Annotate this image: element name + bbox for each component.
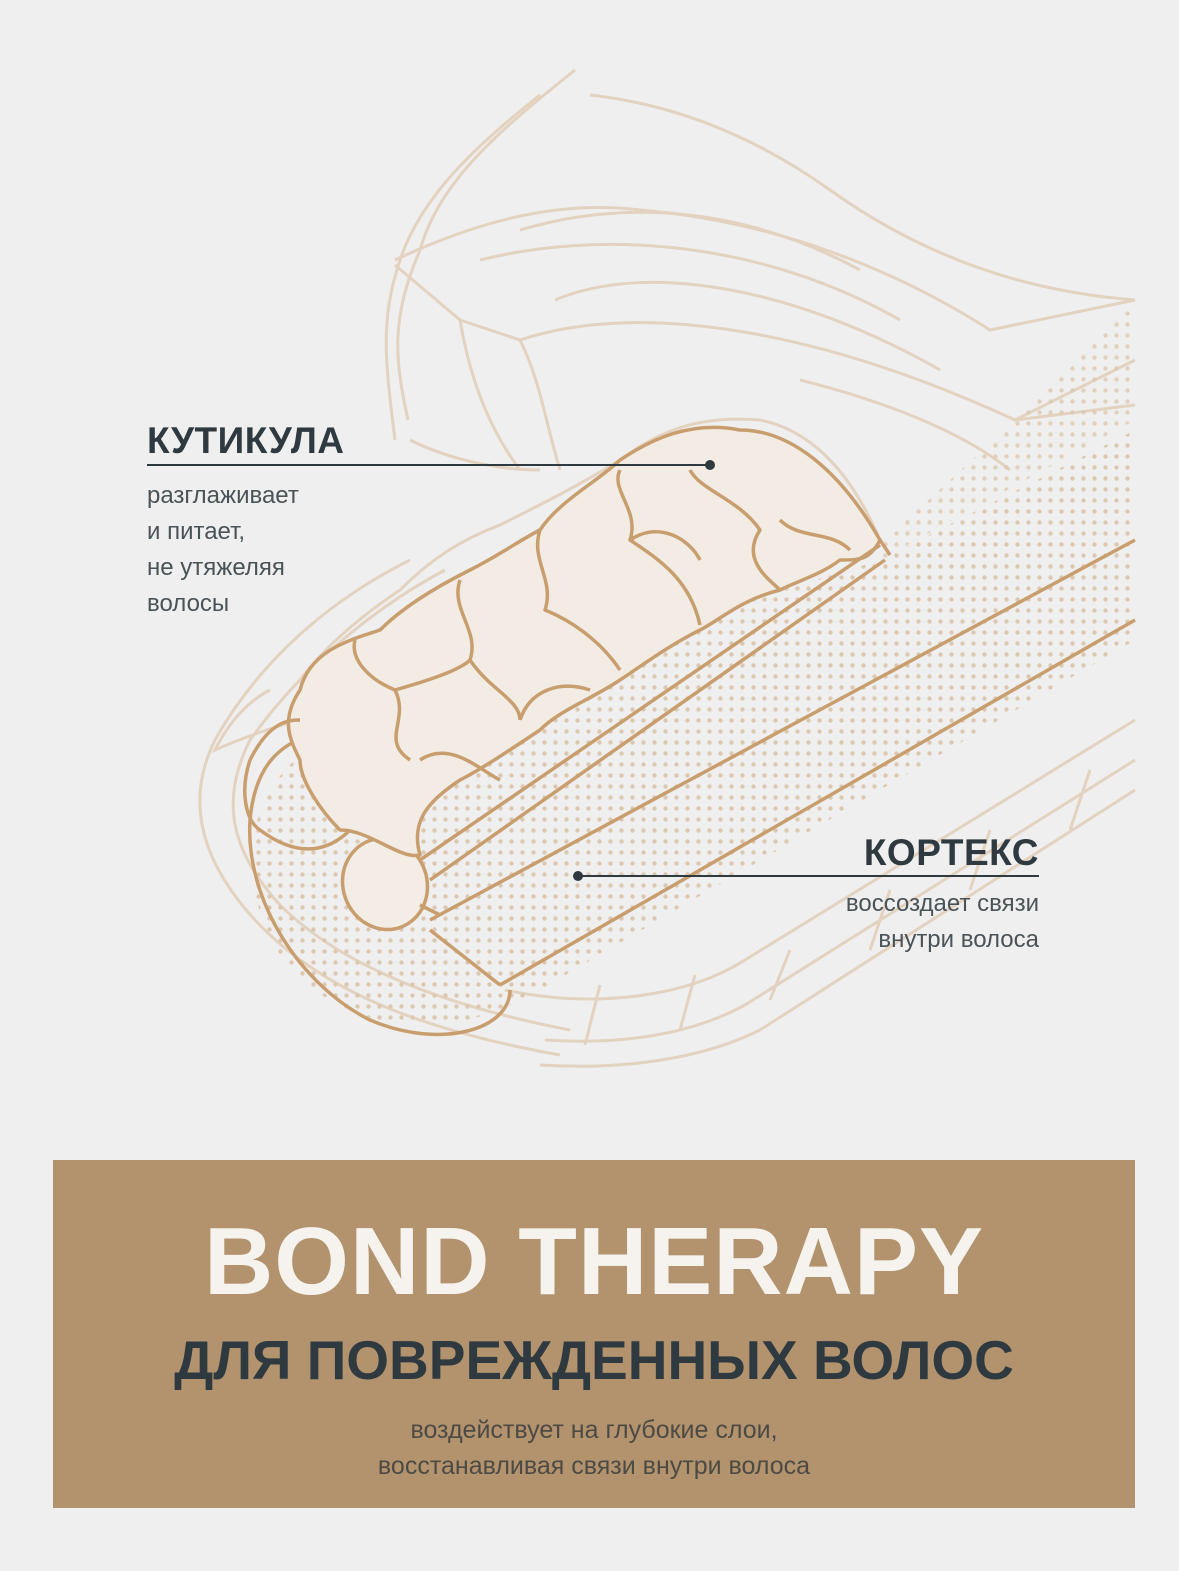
hair-structure-illustration <box>147 68 1136 1068</box>
cuticle-desc-line: не утяжеляя <box>147 554 285 581</box>
product-banner: BOND THERAPY ДЛЯ ПОВРЕЖДЕННЫХ ВОЛОС возд… <box>53 1160 1135 1508</box>
cuticle-scale-edges <box>243 469 852 851</box>
banner-description: воздействует на глубокие слои, восстанав… <box>53 1412 1135 1484</box>
banner-title: BOND THERAPY <box>203 1208 985 1315</box>
cuticle-desc-line: и питает, <box>147 518 246 545</box>
outer-sheath-layers <box>384 68 1136 472</box>
cortex-desc-line: внутри волоса <box>878 926 1039 953</box>
cortex-dotted-body <box>252 430 1135 1026</box>
banner-desc-line: восстанавливая связи внутри волоса <box>377 1452 811 1480</box>
cuticle-label-title: КУТИКУЛА <box>147 420 345 461</box>
banner-desc-line: воздействует на глубокие слои, <box>410 1416 778 1444</box>
cuticle-scales <box>286 425 882 858</box>
cortex-label-title: КОРТЕКС <box>863 832 1039 873</box>
cuticle-label-description: разглаживает и питает, не утяжеляя волос… <box>147 478 299 622</box>
medulla-join <box>419 903 441 917</box>
cortex-desc-line: воссоздает связи <box>845 890 1039 917</box>
cuticle-desc-line: разглаживает <box>147 482 299 509</box>
cortex-label-description: воссоздает связи внутри волоса <box>846 886 1039 958</box>
cortex-outline <box>247 538 1136 1037</box>
banner-subtitle: ДЛЯ ПОВРЕЖДЕННЫХ ВОЛОС <box>174 1329 1014 1391</box>
cuticle-desc-line: волосы <box>147 590 230 617</box>
cortex-dotted-upper <box>880 300 1135 560</box>
cortex-pointer <box>573 871 1039 881</box>
cuticle-lower-edge <box>419 539 892 882</box>
cuticle-pointer <box>147 460 715 470</box>
medulla-ring <box>340 836 430 932</box>
